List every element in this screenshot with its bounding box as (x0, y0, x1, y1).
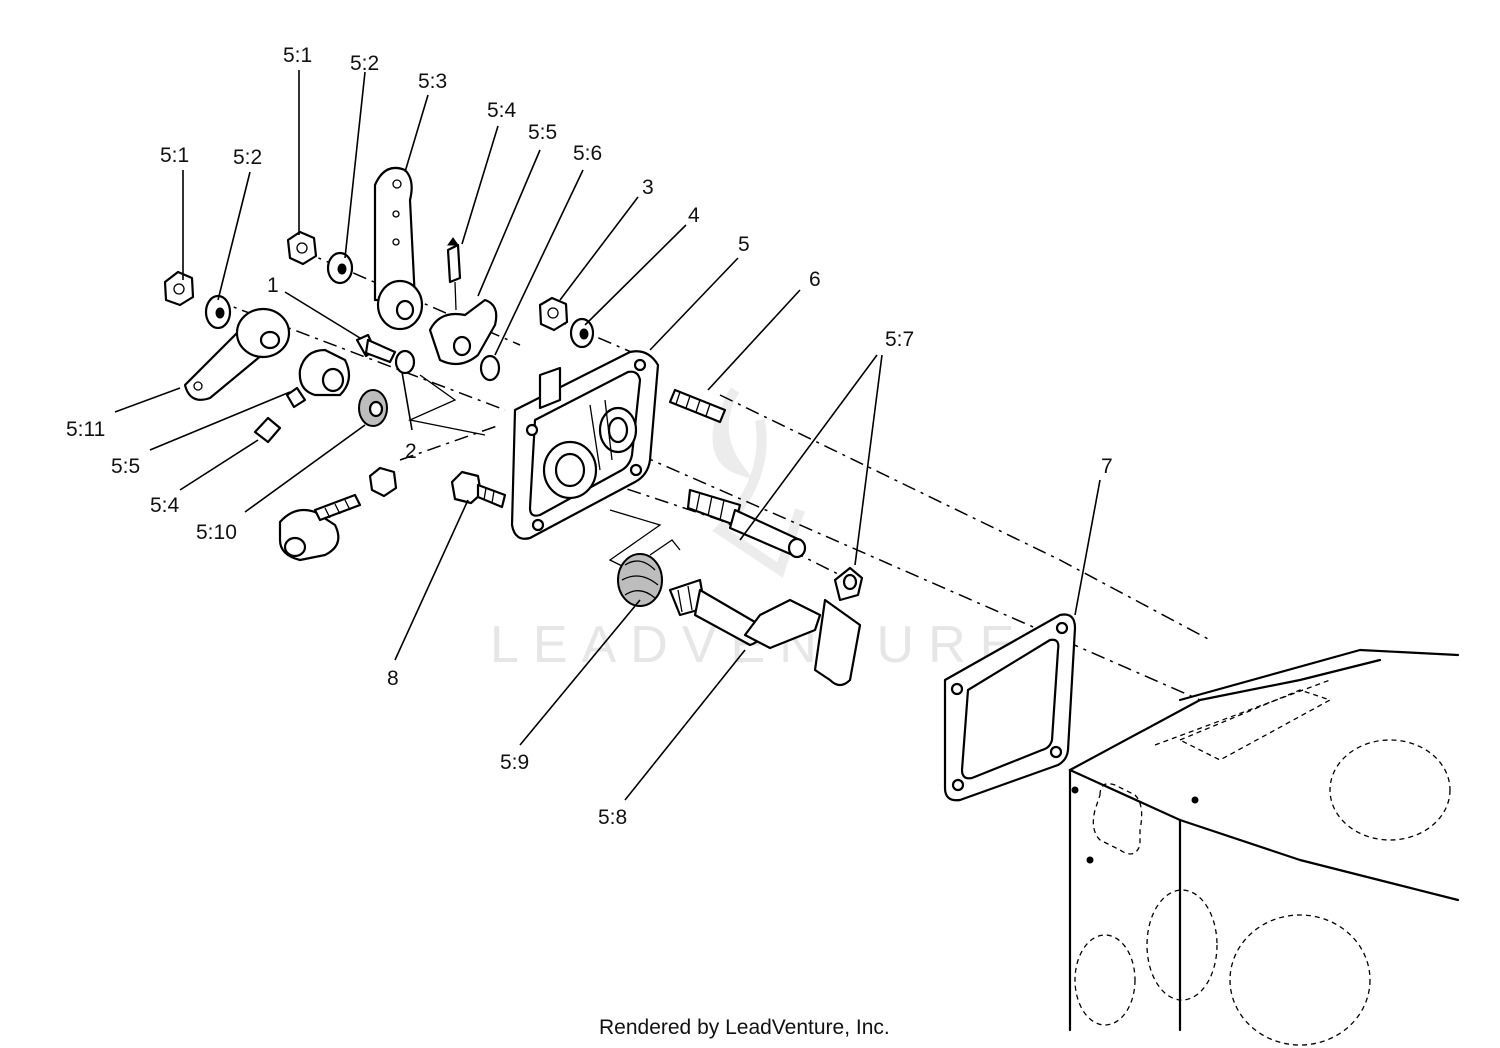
footer-credit: Rendered by LeadVenture, Inc. (599, 1016, 890, 1039)
callout-5-1-left: 5:1 (160, 144, 189, 167)
callout-5: 5 (738, 233, 750, 256)
callout-5-10: 5:10 (196, 521, 237, 544)
spring-part-5-9 (617, 539, 681, 607)
collar-part-5-5 (285, 298, 498, 409)
cover-plate-part-5 (510, 350, 660, 540)
callout-6: 6 (809, 268, 821, 291)
engine-block (1068, 648, 1460, 1046)
nuts-and-washers (163, 230, 595, 498)
callout-5-5-top: 5:5 (528, 121, 557, 144)
callout-7: 7 (1101, 455, 1113, 478)
callout-labels: 1 2 3 4 5 6 7 8 5:1 5:2 5:1 5:2 5:3 5:4 … (66, 44, 1113, 829)
bolt-part-8 (450, 470, 507, 509)
lever-arm-part-5-3 (373, 166, 424, 331)
callout-5-4-left: 5:4 (150, 494, 180, 517)
callout-2: 2 (405, 440, 417, 463)
callout-5-6: 5:6 (573, 142, 602, 165)
callout-5-8: 5:8 (598, 806, 627, 829)
watermark-flame-icon (712, 387, 805, 578)
callout-4: 4 (688, 204, 700, 227)
callout-3: 3 (642, 176, 654, 199)
callout-5-1-top: 5:1 (283, 44, 312, 67)
shaft-part-5-7 (686, 488, 864, 687)
bolt-part-1 (355, 333, 416, 375)
stud-part-6 (668, 388, 727, 424)
callout-5-2-left: 5:2 (233, 146, 262, 169)
callout-5-2-top: 5:2 (350, 52, 379, 75)
callout-1: 1 (267, 274, 279, 297)
crank-part-5-8 (668, 578, 822, 650)
callout-8: 8 (387, 667, 399, 690)
callout-5-9: 5:9 (500, 751, 529, 774)
callout-5-4-top: 5:4 (487, 99, 517, 122)
pin-part-5-4 (253, 237, 462, 444)
callout-5-5-left: 5:5 (111, 455, 140, 478)
callout-5-3: 5:3 (418, 70, 447, 93)
callout-5-11: 5:11 (66, 418, 105, 441)
leader-lines (114, 70, 1101, 801)
lever-arm-part-5-11 (183, 307, 291, 401)
gasket-part-7 (943, 613, 1077, 802)
callout-5-7: 5:7 (885, 328, 914, 351)
screw-part-5-10 (278, 493, 362, 562)
